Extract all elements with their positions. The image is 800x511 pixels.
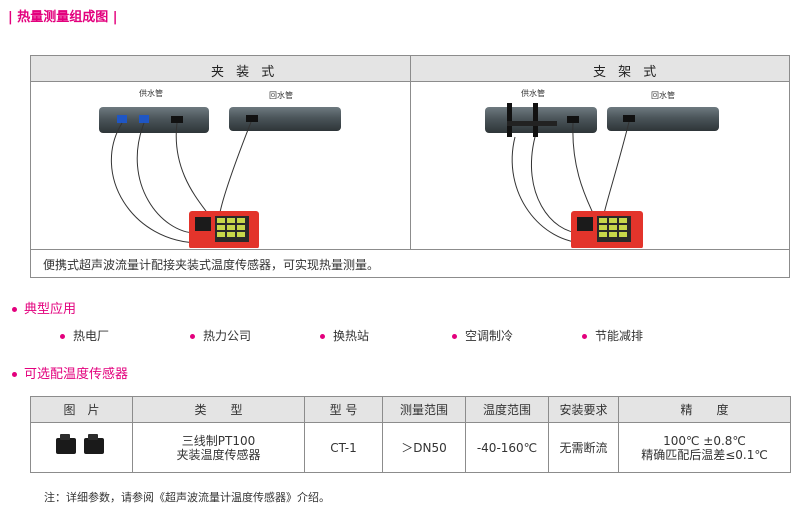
- sensor-cable: [136, 122, 197, 234]
- page-title: | 热量测量组成图 |: [8, 10, 118, 25]
- bullet-icon: [12, 307, 17, 312]
- sensor-type-cell: 三线制PT100 夹装温度传感器: [132, 422, 305, 473]
- supply-pipe-label: 供水管: [139, 88, 163, 98]
- sensor-type-line1: 三线制PT100: [181, 433, 256, 448]
- application-item: 节能减排: [582, 327, 643, 344]
- col-header-range: 测量范围: [382, 396, 466, 423]
- supply-pipe: [99, 107, 209, 133]
- sensor-accuracy-cell: 100℃ ±0.8℃ 精确匹配后温差≤0.1℃: [618, 422, 791, 473]
- bullet-icon: [452, 334, 457, 339]
- bullet-icon: [320, 334, 325, 339]
- sensor-install-cell: 无需断流: [548, 422, 619, 473]
- application-item: 空调制冷: [452, 327, 513, 344]
- sensor-cable: [175, 122, 212, 219]
- bullet-icon: [190, 334, 195, 339]
- flowmeter-device: [189, 211, 259, 249]
- return-pipe: [607, 107, 719, 131]
- flow-transducer-icon: [139, 115, 149, 123]
- col-header-model: 型 号: [304, 396, 383, 423]
- temperature-sensor-icon: [55, 434, 104, 454]
- sensors-section-title: 可选配温度传感器: [12, 363, 128, 382]
- clamp-type-illustration: 供水管 回水管: [99, 88, 341, 249]
- application-item: 热力公司: [190, 327, 251, 344]
- application-item: 换热站: [320, 327, 369, 344]
- applications-section-title: 典型应用: [12, 298, 76, 317]
- sensor-temp-range-cell: -40-160℃: [465, 422, 549, 473]
- sensor-image-cell: [30, 422, 133, 473]
- temperature-sensor-icon: [623, 115, 635, 122]
- sensor-cable: [218, 121, 252, 219]
- temperature-sensor-icon: [567, 116, 579, 123]
- bullet-icon: [12, 372, 17, 377]
- temperature-sensor-icon: [246, 115, 258, 122]
- col-header-type: 类 型: [132, 396, 305, 423]
- temperature-sensor-icon: [171, 116, 183, 123]
- footnote: 注：详细参数，请参阅《超声波流量计温度传感器》介绍。: [44, 491, 330, 504]
- flowmeter-device: [571, 211, 643, 249]
- clamp-type-label: 夹 装 式: [211, 65, 279, 80]
- sensor-cable: [511, 136, 587, 244]
- supply-pipe: [485, 107, 597, 133]
- diagram-caption-row: 便携式超声波流量计配接夹装式温度传感器，可实现热量测量。: [31, 249, 789, 277]
- bracket-icon: [507, 103, 512, 137]
- application-item: 热电厂: [60, 327, 109, 344]
- return-pipe: [229, 107, 341, 131]
- table-row: 三线制PT100 夹装温度传感器 CT-1 ＞DN50 -40-160℃ 无需断…: [30, 422, 791, 473]
- bullet-icon: [60, 334, 65, 339]
- return-pipe-label: 回水管: [651, 90, 675, 100]
- accuracy-line1: 100℃ ±0.8℃: [663, 433, 746, 448]
- col-header-image: 图 片: [30, 396, 133, 423]
- sensor-range-cell: ＞DN50: [382, 422, 466, 473]
- bracket-type-label: 支 架 式: [593, 65, 661, 80]
- panel-divider: [410, 56, 411, 249]
- bracket-type-illustration: 供水管 回水管: [485, 88, 719, 249]
- sensor-cable: [602, 121, 630, 219]
- col-header-accuracy: 精 度: [618, 396, 791, 423]
- col-header-install: 安装要求: [548, 396, 619, 423]
- bracket-icon: [533, 103, 538, 137]
- diagram-caption: 便携式超声波流量计配接夹装式温度传感器，可实现热量测量。: [43, 258, 380, 272]
- accuracy-line2: 精确匹配后温差≤0.1℃: [641, 447, 768, 462]
- bracket-rail: [507, 121, 557, 126]
- heat-measurement-diagram: 夹 装 式 支 架 式 供水管 回水管: [30, 55, 790, 278]
- table-header-row: 图 片 类 型 型 号 测量范围 温度范围 安装要求 精 度: [30, 396, 791, 423]
- bullet-icon: [582, 334, 587, 339]
- sensor-type-line2: 夹装温度传感器: [176, 447, 261, 462]
- sensor-spec-table: 图 片 类 型 型 号 测量范围 温度范围 安装要求 精 度 三线制PT100 …: [30, 396, 791, 473]
- return-pipe-label: 回水管: [269, 90, 293, 100]
- sensor-cable: [572, 122, 596, 219]
- sensor-model-cell: CT-1: [304, 422, 383, 473]
- flow-transducer-icon: [117, 115, 127, 123]
- clamp-type-panel: 供水管 回水管: [31, 83, 409, 249]
- bracket-type-panel: 供水管 回水管: [411, 83, 789, 249]
- col-header-temp-range: 温度范围: [465, 396, 549, 423]
- sensor-cable: [111, 122, 202, 244]
- supply-pipe-label: 供水管: [521, 88, 545, 98]
